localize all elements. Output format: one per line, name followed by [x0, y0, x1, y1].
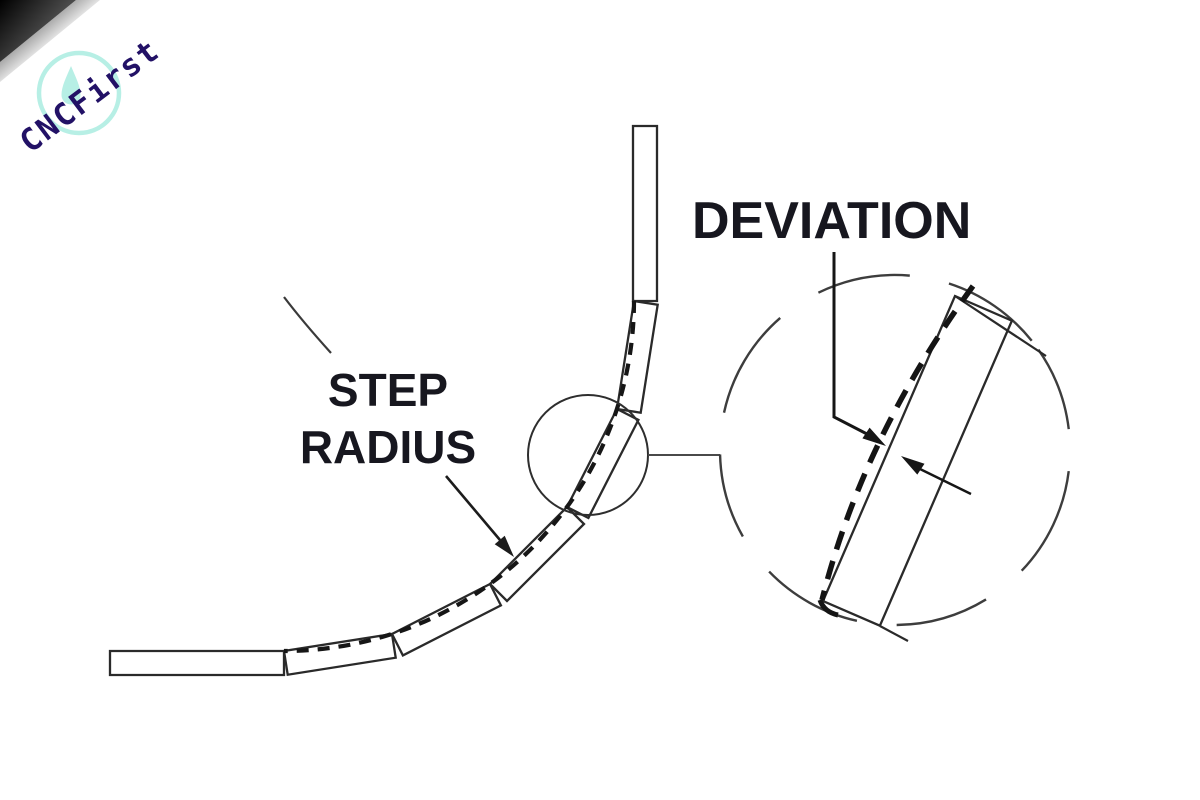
segment-chord-1 — [615, 299, 660, 415]
segment-horizontal — [108, 649, 286, 677]
step-radius-label-line1: STEP — [327, 364, 449, 416]
page-corner-fold — [0, 0, 100, 82]
detail-arc-end-hook — [817, 599, 839, 618]
detail-true-arc-dashed — [817, 284, 976, 618]
step-radius-arrow — [445, 475, 514, 557]
step-radius-label-line2: RADIUS — [299, 421, 477, 473]
deviation-leader — [832, 252, 972, 496]
deviation-label: DEVIATION — [692, 192, 972, 250]
droplet-icon — [61, 66, 81, 105]
toolpath-step-segments — [108, 124, 660, 677]
detail-joint-wedge-top — [954, 295, 1047, 357]
deviation-arrows — [862, 427, 972, 496]
segment-chord-3 — [488, 505, 586, 603]
stray-arc-tick — [283, 296, 332, 354]
logo-ring — [36, 50, 122, 136]
true-arc-dashed — [283, 300, 637, 654]
detail-segment — [821, 294, 1047, 642]
step-radius-label: STEP RADIUS — [278, 362, 498, 476]
detail-joint-wedge-bottom — [879, 625, 909, 642]
segment-chord-4 — [390, 582, 503, 657]
segment-chord-2 — [565, 407, 640, 520]
logo-mark — [36, 50, 122, 136]
segment-chord-5 — [282, 632, 398, 677]
segment-vertical — [631, 124, 659, 303]
